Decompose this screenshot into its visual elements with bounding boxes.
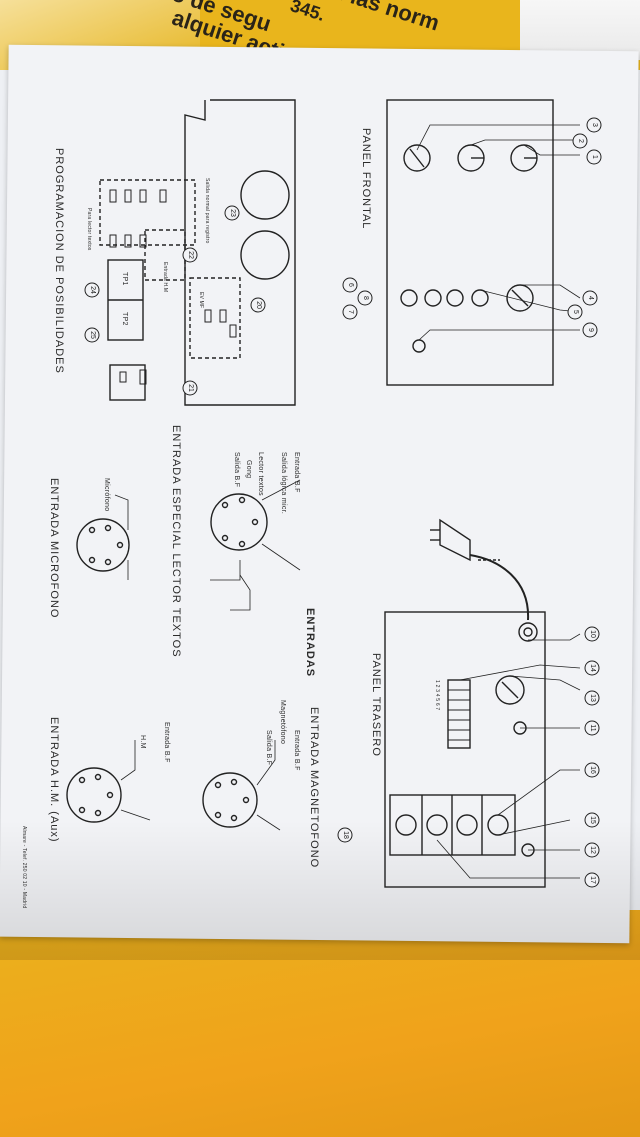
marker-prog-22: 22	[187, 251, 194, 259]
label-tp2: TP2	[121, 312, 128, 326]
marker-front-9: 9	[587, 328, 594, 332]
front-panel-box	[386, 99, 554, 386]
marker-rear-10: 10	[589, 630, 596, 638]
label-microfono: Micrófono	[103, 478, 110, 512]
marker-rear-17: 17	[589, 876, 596, 884]
sheet-shadow	[0, 820, 640, 960]
marker-rear-13: 13	[589, 694, 596, 702]
footer-credit: Almare - Telef. 250 02 10 - Madrid	[21, 826, 27, 909]
label-ev-mf: EV MF	[198, 292, 204, 309]
marker-prog-25: 25	[89, 331, 96, 339]
background-folder-bottom	[0, 910, 640, 1137]
label-entradas: ENTRADAS	[304, 608, 316, 678]
marker-rear-16: 16	[589, 766, 596, 774]
label-salida-normal: Salida normal para registro	[204, 178, 210, 244]
label-lector-gong: Gong	[245, 460, 252, 479]
label-panel-trasero: PANEL TRASERO	[370, 653, 382, 757]
label-lector-textos: Lector textos	[257, 452, 264, 496]
label-programacion: PROGRAMACION DE POSIBILIDADES	[53, 148, 65, 374]
label-hm: H.M	[139, 735, 146, 749]
marker-prog-20: 20	[255, 301, 262, 309]
marker-prog-21: 21	[187, 384, 194, 392]
marker-prog-23: 23	[229, 209, 236, 217]
label-lector-salida-bf: Salida B.F	[233, 452, 240, 488]
marker-rear-18: 18	[342, 831, 349, 839]
label-magneto-salida-bf: Salida B.F	[265, 730, 272, 766]
marker-front-4: 4	[587, 296, 594, 300]
marker-rear-12: 12	[589, 846, 596, 854]
marker-front-1: 1	[591, 155, 598, 159]
label-entrada-microfono: ENTRADA MICROFONO	[48, 478, 60, 619]
label-entrada-especial: ENTRADA ESPECIAL LECTOR TEXTOS	[170, 425, 182, 658]
marker-rear-14: 14	[589, 664, 596, 672]
label-lector-entrada-bf: Entrada B.F	[293, 452, 300, 493]
label-entrada-magnetofono: ENTRADA MAGNETOFONO	[308, 707, 320, 869]
marker-front-3: 3	[591, 123, 598, 127]
label-panel-frontal: PANEL FRONTAL	[360, 128, 372, 230]
marker-front-2: 2	[577, 139, 584, 143]
marker-rear-15: 15	[589, 816, 596, 824]
marker-front-7: 7	[347, 310, 354, 314]
label-para-lector: Para lector textos	[86, 208, 92, 251]
marker-front-8: 8	[362, 296, 369, 300]
rear-panel-box	[384, 611, 546, 888]
label-entrada-hm-prog: Entrada H.M	[162, 262, 168, 293]
marker-front-6: 6	[347, 283, 354, 287]
label-dip-numbers: 1 2 3 4 5 6 7	[434, 680, 440, 711]
marker-front-5: 5	[572, 310, 579, 314]
label-lector-salida-logica: Salida lógica micr.	[280, 452, 287, 515]
label-hm-entrada-bf: Entrada B.F	[163, 722, 170, 763]
label-tp1: TP1	[121, 272, 128, 286]
marker-prog-24: 24	[89, 286, 96, 294]
label-magneto-entrada-bf: Entrada B.F	[293, 730, 300, 771]
marker-rear-11: 11	[589, 724, 596, 732]
label-magnetofono: Magnetófono	[279, 700, 286, 745]
label-entrada-hm: ENTRADA H.M. (Aux)	[48, 717, 60, 843]
